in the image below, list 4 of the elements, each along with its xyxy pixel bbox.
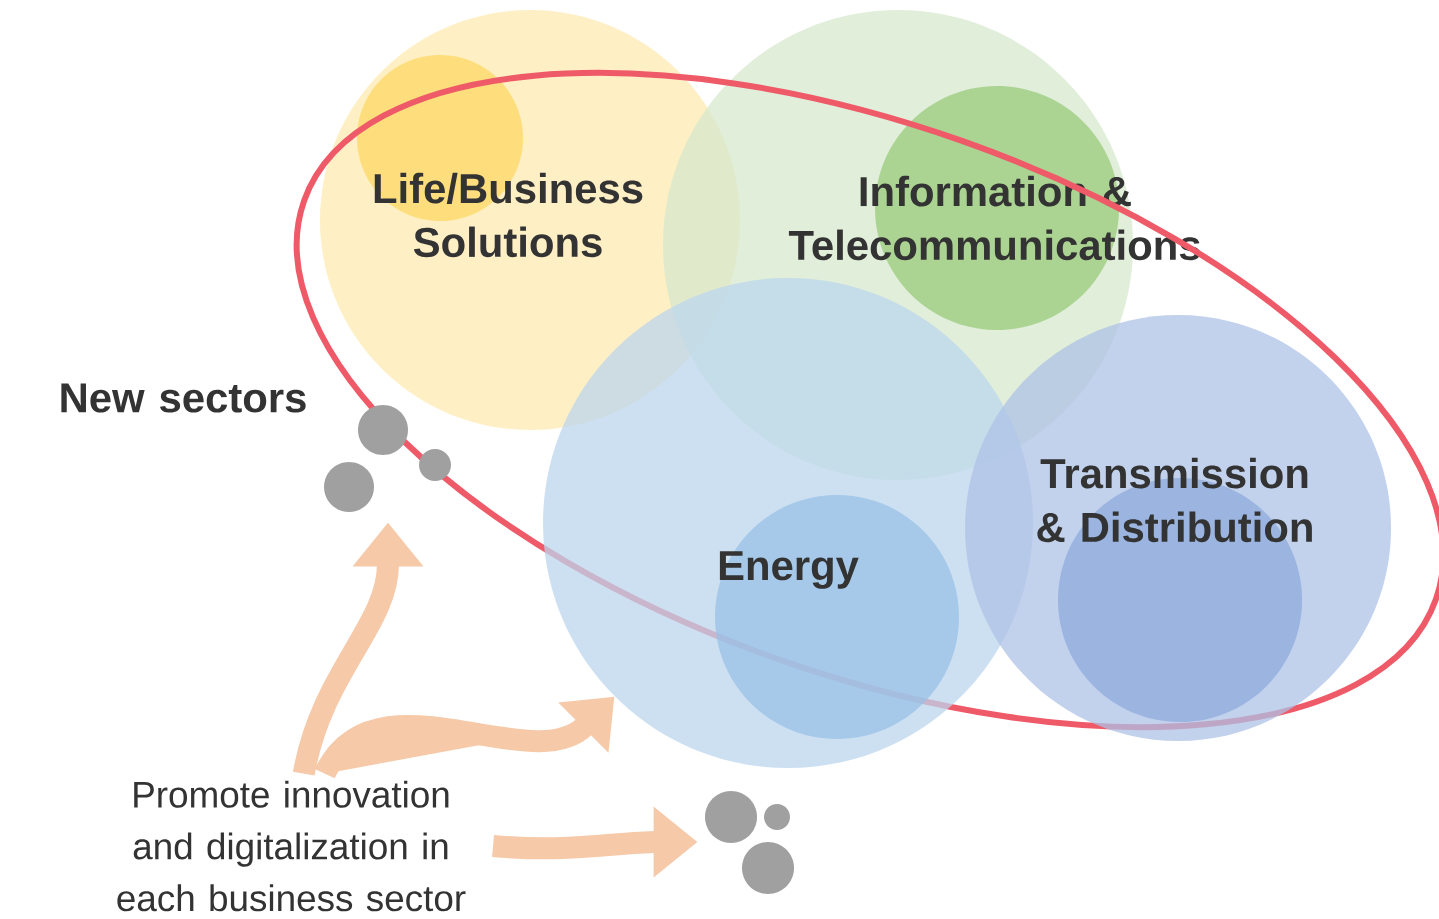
dot-cluster (705, 791, 794, 894)
caption-text: Promote innovation and digitalization in each business sector (117, 780, 466, 912)
dot-cluster (324, 405, 451, 512)
heading: New sectors (61, 383, 306, 413)
